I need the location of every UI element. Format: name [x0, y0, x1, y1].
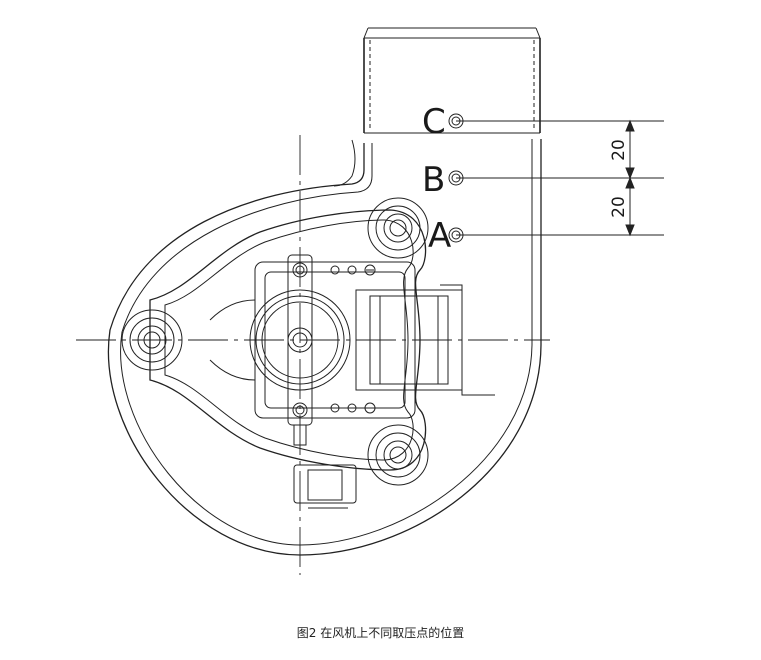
bottom-connector	[293, 464, 357, 509]
mount-boss-left	[121, 309, 183, 371]
volute-housing	[107, 139, 542, 556]
point-label-c: C	[422, 102, 446, 142]
center-lines	[76, 135, 550, 575]
mount-boss-bottom	[367, 424, 429, 486]
point-label-b: B	[422, 160, 445, 200]
screws	[330, 264, 376, 414]
dimension-label-upper: 20	[609, 139, 629, 161]
mount-boss-top	[367, 197, 429, 259]
dimension-lines	[456, 119, 664, 237]
point-label-a: A	[428, 216, 451, 256]
motor-frame	[209, 261, 416, 419]
figure-caption: 图2 在风机上不同取压点的位置	[296, 626, 465, 640]
outlet-duct	[363, 27, 541, 134]
dimension-label-lower: 20	[609, 196, 629, 218]
motor-coil	[355, 284, 495, 396]
motor-rotor	[249, 289, 351, 391]
blower-technical-drawing: C B A 20 20	[76, 27, 664, 575]
motor-bracket	[287, 254, 313, 446]
motor-mount-plate	[149, 209, 427, 471]
